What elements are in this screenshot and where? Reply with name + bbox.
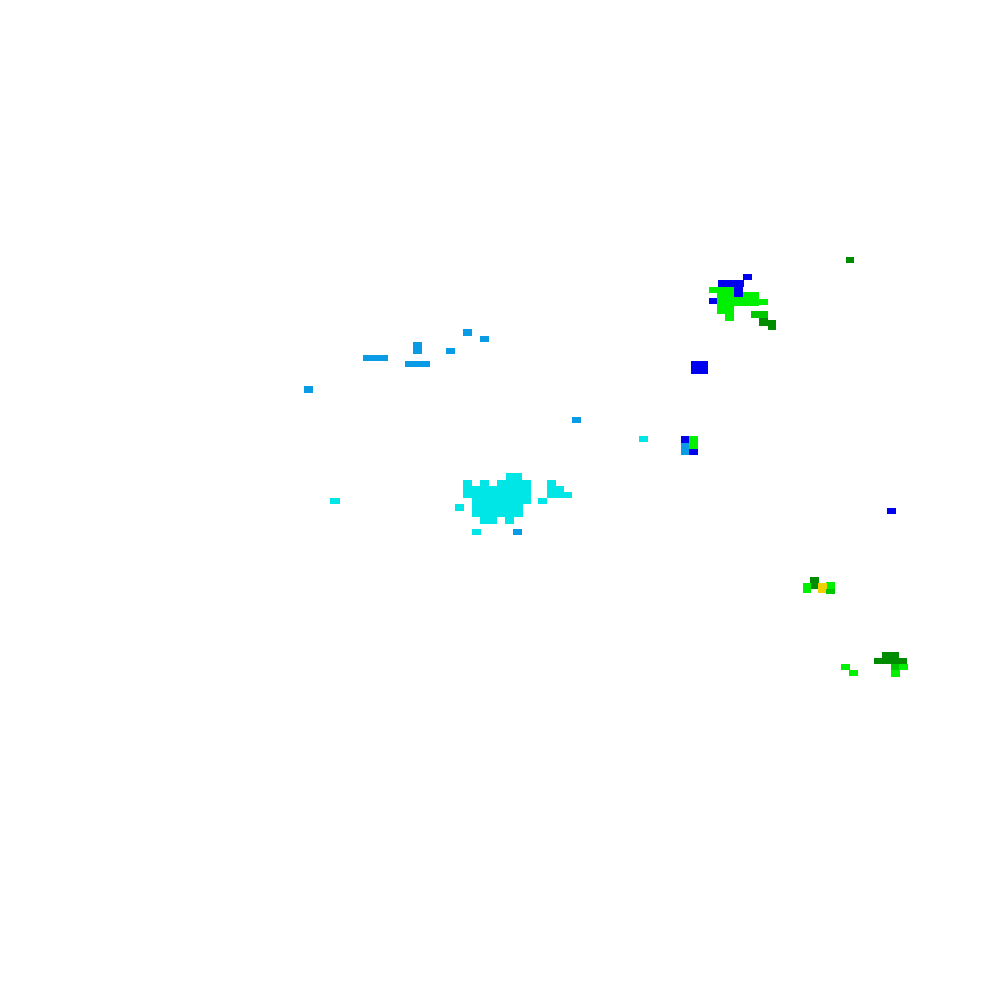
echo-cell-dark-green [846,257,854,263]
echo-cell-dark-green [810,583,819,589]
echo-cell-cyan [480,480,489,486]
echo-cell-light-blue [363,355,388,361]
echo-cell-green [751,311,768,318]
echo-cell-blue [734,287,743,297]
echo-cell-light-blue [446,348,455,354]
echo-cell-light-blue [480,336,489,342]
echo-cell-light-blue [304,386,313,393]
echo-cell-bright-green [891,664,908,670]
echo-cell-blue [743,274,752,280]
echo-cell-dark-green [874,658,907,664]
echo-cell-light-blue [405,361,430,367]
echo-cell-blue [681,436,690,443]
echo-cell-bright-green [826,582,835,589]
echo-cell-blue [709,298,718,304]
echo-cell-cyan [463,492,531,498]
echo-cell-cyan [463,480,472,486]
echo-cell-cyan [639,436,648,442]
echo-cell-bright-green [725,314,734,321]
echo-cell-bright-green [689,436,698,449]
echo-cell-dark-green [768,320,776,330]
echo-cell-dark-green [759,318,768,326]
echo-cell-cyan [547,492,572,498]
echo-cell-bright-green [717,287,734,297]
echo-cell-cyan [506,473,522,480]
echo-cell-cyan [472,511,523,517]
echo-cell-cyan [547,486,564,492]
echo-cell-light-blue [413,342,422,354]
echo-cell-cyan [330,498,340,504]
echo-cell-bright-green [717,297,743,306]
echo-cell-dark-green [882,652,899,658]
echo-cell-blue [691,361,708,374]
echo-cell-cyan [472,498,531,504]
echo-cell-cyan [505,517,514,524]
echo-cell-bright-green [841,664,850,670]
echo-cell-cyan [463,486,531,492]
echo-cell-light-blue [681,443,689,455]
echo-cell-blue [887,508,896,514]
echo-cell-cyan [455,504,464,511]
echo-cell-yellow [818,583,827,593]
echo-cell-cyan [538,498,547,504]
echo-cell-bright-green [891,670,900,677]
echo-cell-dark-green [810,577,819,583]
echo-cell-cyan [547,480,556,486]
echo-cell-bright-green [743,292,759,306]
echo-cell-light-blue [513,529,522,535]
echo-cell-cyan [497,480,531,486]
echo-cell-bright-green [849,670,858,676]
echo-cell-bright-green [709,287,717,293]
echo-cell-bright-green [759,299,768,305]
echo-cell-bright-green [803,583,811,593]
echo-cell-cyan [472,504,523,511]
echo-cell-blue [718,280,744,287]
echo-cell-cyan [480,517,497,524]
echo-cell-green [891,664,899,670]
echo-cell-bright-green [717,306,734,314]
echo-cell-light-blue [572,417,581,423]
echo-cell-cyan [472,529,481,535]
echo-cell-green [826,589,835,594]
echo-cell-blue [689,449,698,455]
echo-cell-light-blue [463,329,472,336]
